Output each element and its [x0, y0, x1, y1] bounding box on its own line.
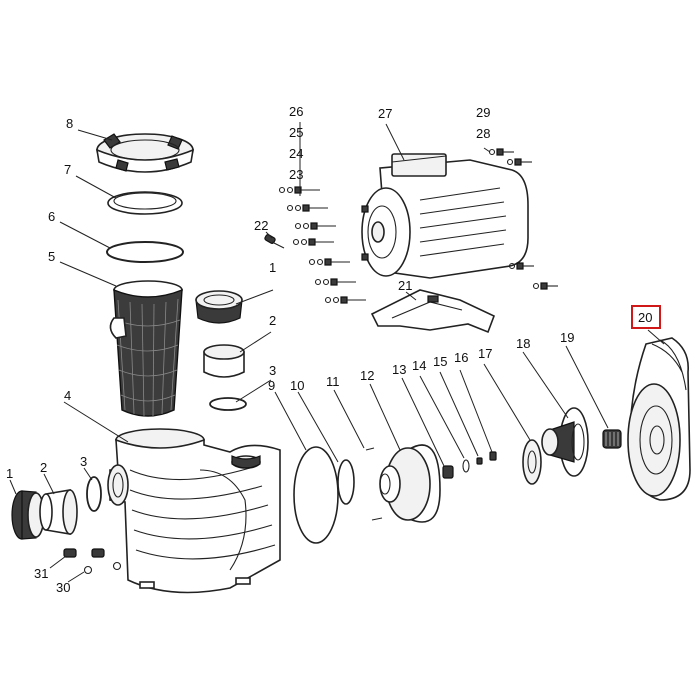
part-1-union-nut-upper[interactable] — [195, 290, 243, 324]
label-2-upper: 2 — [269, 313, 276, 328]
part-11-screw[interactable] — [365, 447, 383, 521]
label-5: 5 — [48, 249, 55, 264]
label-31: 31 — [34, 566, 48, 581]
label-4: 4 — [64, 388, 71, 403]
part-12-diffuser[interactable] — [379, 444, 441, 523]
part-1-union-nut-lower[interactable] — [11, 490, 45, 540]
part-30-drain-oring[interactable] — [83, 561, 122, 575]
label-17: 17 — [478, 346, 492, 361]
part-16-spring[interactable] — [489, 451, 497, 461]
part-7-lid[interactable] — [107, 191, 183, 215]
label-28: 28 — [476, 126, 490, 141]
label-30: 30 — [56, 580, 70, 595]
part-22-bolt[interactable] — [264, 234, 285, 249]
part-20-seal-plate[interactable] — [627, 337, 691, 501]
label-13: 13 — [392, 362, 406, 377]
label-10: 10 — [290, 378, 304, 393]
part-6-lid-oring[interactable] — [106, 241, 184, 263]
label-7: 7 — [64, 162, 71, 177]
part-4-pump-housing[interactable] — [107, 428, 281, 594]
part-5-strainer-basket[interactable] — [109, 280, 183, 417]
label-25: 25 — [289, 125, 303, 140]
label-2-lower: 2 — [40, 460, 47, 475]
label-8: 8 — [66, 116, 73, 131]
label-11: 11 — [326, 374, 340, 389]
label-15: 15 — [433, 354, 447, 369]
part-14-washer[interactable] — [462, 459, 470, 473]
label-20-highlight-box — [631, 305, 661, 329]
label-24: 24 — [289, 146, 303, 161]
label-3-upper: 3 — [269, 363, 276, 378]
label-1-lower: 1 — [6, 466, 13, 481]
label-9: 9 — [268, 378, 275, 393]
parts-23-26-motor-screws[interactable] — [278, 186, 367, 304]
part-19-mechanical-seal[interactable] — [602, 429, 622, 449]
part-17-wear-ring[interactable] — [522, 439, 542, 485]
label-26: 26 — [289, 104, 303, 119]
label-21: 21 — [398, 278, 412, 293]
part-31-drain-plug[interactable] — [63, 548, 105, 558]
label-6: 6 — [48, 209, 55, 224]
part-2-union-tail-lower[interactable] — [39, 489, 78, 535]
part-18-impeller[interactable] — [541, 407, 589, 477]
label-22: 22 — [254, 218, 268, 233]
leader-lines — [9, 122, 665, 583]
part-2-union-tail-upper[interactable] — [203, 344, 245, 378]
part-3-oring-lower[interactable] — [86, 476, 102, 512]
part-13-impeller-nut[interactable] — [442, 465, 454, 479]
label-27: 27 — [378, 106, 392, 121]
part-number-labels: 8 7 6 5 4 1 2 3 1 2 3 31 30 9 10 11 12 1… — [6, 104, 661, 595]
label-12: 12 — [360, 368, 374, 383]
label-20: 20 — [638, 310, 652, 325]
label-16: 16 — [454, 350, 468, 365]
label-23: 23 — [289, 167, 303, 182]
label-18: 18 — [516, 336, 530, 351]
label-3-lower: 3 — [80, 454, 87, 469]
part-10-diffuser-oring[interactable] — [337, 459, 355, 505]
part-9-housing-oring[interactable] — [293, 446, 339, 544]
label-19: 19 — [560, 330, 574, 345]
parts-28-29-cover-screws[interactable] — [488, 148, 559, 290]
part-15-key[interactable] — [476, 457, 483, 465]
part-21-motor-foot[interactable] — [370, 289, 496, 334]
label-14: 14 — [412, 358, 426, 373]
part-3-oring-upper[interactable] — [209, 397, 247, 411]
part-27-motor[interactable] — [361, 153, 529, 279]
label-29: 29 — [476, 105, 490, 120]
label-1-upper: 1 — [269, 260, 276, 275]
part-8-lid-clamp[interactable] — [95, 133, 195, 173]
